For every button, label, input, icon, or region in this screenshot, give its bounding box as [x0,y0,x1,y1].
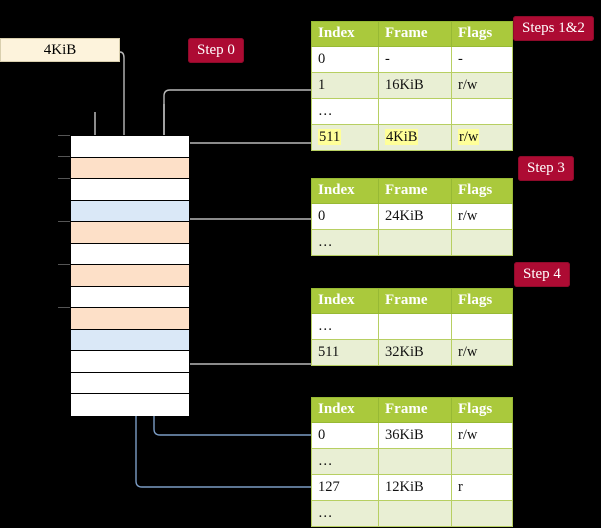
highlighted-value: 4KiB [385,128,419,145]
column-header-frame: Frame [378,397,452,423]
memory-frame-row [71,351,189,373]
cell-index: 0 [311,422,379,449]
memory-frame-row [71,372,189,394]
cell-frame [378,229,452,256]
highlighted-value: 511 [318,128,342,145]
column-header-index: Index [311,21,379,47]
cell-flags [451,229,513,256]
cell-index: … [311,448,379,475]
step-4-label: Step 4 [514,262,570,287]
highlighted-value: r/w [458,128,480,145]
virtual-address-box: 4KiB [0,38,120,62]
step-badge-step-0: Step 0 [188,38,244,63]
column-header-index: Index [311,288,379,314]
memory-frame-row [71,200,189,222]
table-row: … [311,229,513,256]
cell-flags [451,313,513,340]
column-header-frame: Frame [378,288,452,314]
cell-index: … [311,229,379,256]
column-header-frame: Frame [378,21,452,47]
table-row: … [311,500,513,527]
cell-index: 1 [311,72,379,99]
steps-1-2-label: Steps 1&2 [513,16,594,41]
memory-frame-row [71,286,189,308]
memory-frame-row [71,329,189,351]
memory-frame-row [71,308,189,330]
cell-frame [378,448,452,475]
table-row: 0-- [311,46,513,73]
cell-flags [451,500,513,527]
cell-index: … [311,98,379,125]
memory-frame-row [71,179,189,201]
cell-frame: 24KiB [378,203,452,230]
cell-frame [378,313,452,340]
virtual-address-label: 4KiB [43,41,77,58]
column-header-flags: Flags [451,178,513,204]
cell-flags [451,448,513,475]
column-header-flags: Flags [451,397,513,423]
physical-memory-column [70,135,190,416]
memory-frame-row [71,394,189,416]
cell-flags: r/w [451,339,513,366]
cell-index: 127 [311,474,379,501]
cell-index: 511 [311,339,379,366]
step-badge-steps-1-2: Steps 1&2 [513,16,594,41]
cell-index: 0 [311,203,379,230]
step-badge-step-4: Step 4 [514,262,570,287]
memory-frame-row [71,265,189,287]
cell-frame: 4KiB [378,124,452,151]
memory-frame-row [71,222,189,244]
cell-index: 511 [311,124,379,151]
cell-frame: 12KiB [378,474,452,501]
cell-frame [378,500,452,527]
cell-index: … [311,500,379,527]
step-badge-step-3: Step 3 [518,156,574,181]
table-row: 511 4KiB r/w [311,124,513,151]
memory-frame-row [71,136,189,158]
cell-index: 0 [311,46,379,73]
cell-flags: - [451,46,513,73]
table-row: … [311,98,513,125]
cell-frame: 32KiB [378,339,452,366]
table-row: … [311,313,513,340]
cell-index: … [311,313,379,340]
cell-flags: r/w [451,422,513,449]
column-header-frame: Frame [378,178,452,204]
cell-flags: r [451,474,513,501]
memory-frame-row [71,157,189,179]
cell-flags: r/w [451,203,513,230]
column-header-flags: Flags [451,288,513,314]
cell-frame: 36KiB [378,422,452,449]
cell-frame: 16KiB [378,72,452,99]
cell-flags: r/w [451,124,513,151]
step-0-label: Step 0 [188,38,244,63]
cell-frame [378,98,452,125]
table-row: … [311,448,513,475]
column-header-flags: Flags [451,21,513,47]
cell-flags [451,98,513,125]
step-3-label: Step 3 [518,156,574,181]
memory-frame-row [71,243,189,265]
cell-frame: - [378,46,452,73]
column-header-index: Index [311,397,379,423]
column-header-index: Index [311,178,379,204]
cell-flags: r/w [451,72,513,99]
